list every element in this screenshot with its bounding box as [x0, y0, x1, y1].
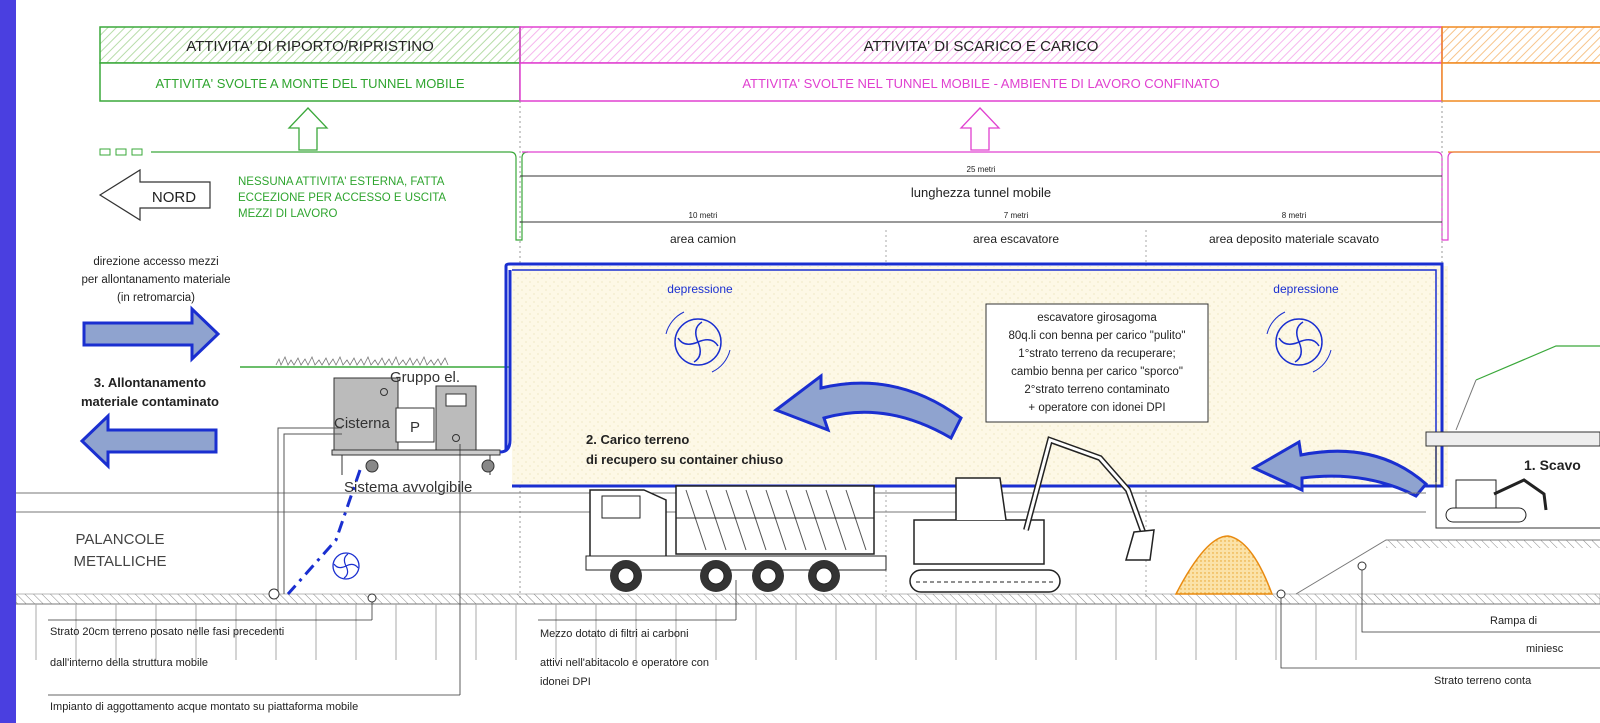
external-note-line1: NESSUNA ATTIVITA' ESTERNA, FATTA: [238, 176, 445, 188]
header-mid-subtitle: ATTIVITA' SVOLTE NEL TUNNEL MOBILE - AMB…: [742, 76, 1219, 91]
excavator-info-line4: cambio benna per carico "sporco": [1011, 366, 1183, 378]
segment-1-length: 10 metri: [689, 211, 718, 220]
north-arrow-icon: [98, 168, 211, 222]
external-note-line2: ECCEZIONE PER ACCESSO E USCITA: [238, 192, 446, 204]
step2-line2: di recupero su container chiuso: [586, 452, 783, 467]
pump-fan-icon: [332, 552, 360, 580]
tunnel-total-length: 25 metri: [967, 165, 996, 174]
excavator: [909, 436, 1155, 593]
mini-excavator: [1445, 478, 1548, 523]
note-impianto: Impianto di aggottamento acque montato s…: [50, 701, 358, 713]
tunnel-total-label: lunghezza tunnel mobile: [911, 185, 1051, 200]
step3-line1: 3. Allontanamento: [94, 375, 206, 390]
diagram-sheet: ATTIVITA' DI RIPORTO/RIPRISTINO ATTIVITA…: [16, 0, 1600, 723]
depression-label-right: depressione: [1273, 282, 1339, 296]
excavated-pile: [1174, 535, 1274, 595]
header-mid-band: [519, 26, 1443, 64]
header-mid-title: ATTIVITA' DI SCARICO E CARICO: [864, 38, 1099, 55]
segment-2-label: area escavatore: [973, 232, 1059, 246]
tunnel-outline: [504, 262, 1444, 488]
curved-arrow-dig-icon: [1250, 439, 1429, 498]
pump-label: P: [410, 419, 420, 436]
excavator-info-line5: 2°strato terreno contaminato: [1024, 384, 1169, 396]
fan-left-icon: [665, 311, 731, 373]
segment-2-length: 7 metri: [1004, 211, 1029, 220]
access-note-line2: per allontanamento materiale: [82, 274, 231, 286]
header-left-subtitle: ATTIVITA' SVOLTE A MONTE DEL TUNNEL MOBI…: [155, 76, 464, 91]
segment-3-label: area deposito materiale scavato: [1209, 232, 1379, 246]
excavator-info-box: [985, 303, 1209, 423]
note-rampa-line2: miniesc: [1526, 643, 1564, 655]
note-mezzo-line3: idonei DPI: [540, 676, 591, 688]
north-label: NORD: [152, 189, 196, 206]
note-rampa-line1: Rampa di: [1490, 615, 1537, 627]
excavator-info-line6: + operatore con idonei DPI: [1028, 402, 1165, 414]
excavator-info-line3: 1°strato terreno da recuperare;: [1018, 348, 1175, 360]
segment-1-label: area camion: [670, 232, 736, 246]
step2-line1: 2. Carico terreno: [586, 432, 689, 447]
access-note-line1: direzione accesso mezzi: [93, 256, 218, 268]
excavator-info-line1: escavatore girosagoma: [1037, 312, 1157, 324]
segment-3-length: 8 metri: [1282, 211, 1307, 220]
tunnel-diagram: ATTIVITA' DI RIPORTO/RIPRISTINO ATTIVITA…: [16, 26, 1600, 713]
step1-label: 1. Scavo: [1524, 457, 1581, 473]
step3-line2: materiale contaminato: [81, 394, 219, 409]
note-strato-line1: Strato 20cm terreno posato nelle fasi pr…: [50, 626, 284, 638]
header-left-title: ATTIVITA' DI RIPORTO/RIPRISTINO: [186, 38, 434, 55]
header-left-band: [99, 26, 521, 64]
access-note-line3: (in retromarcia): [117, 292, 195, 304]
note-mezzo-line2: attivi nell'abitacolo e operatore con: [540, 657, 709, 669]
reel-label: Sistema avvolgibile: [344, 479, 472, 496]
up-arrow-green-icon: [287, 107, 329, 151]
up-arrow-magenta-icon: [959, 107, 1001, 151]
curved-arrow-load-icon: [772, 372, 963, 441]
external-note-line3: MEZZI DI LAVORO: [238, 208, 338, 220]
left-arrow-exit-icon: [79, 412, 218, 470]
generator-label: Gruppo el.: [390, 369, 460, 386]
tank-label: Cisterna: [334, 415, 391, 432]
note-mezzo-line1: Mezzo dotato di filtri ai carboni: [540, 628, 689, 640]
fan-right-icon: [1266, 311, 1332, 373]
sheet-piles-line1: PALANCOLE: [76, 531, 165, 548]
depression-label-left: depressione: [667, 282, 733, 296]
note-strato-right: Strato terreno conta: [1434, 675, 1532, 687]
excavator-info-line2: 80q.li con benna per carico "pulito": [1009, 330, 1186, 342]
dump-truck: [585, 485, 887, 592]
note-strato-line2: dall'interno della struttura mobile: [50, 657, 208, 669]
right-arrow-access-icon: [82, 305, 221, 363]
sheet-piles-line2: METALLICHE: [73, 553, 166, 570]
pumping-platform: [268, 270, 512, 603]
